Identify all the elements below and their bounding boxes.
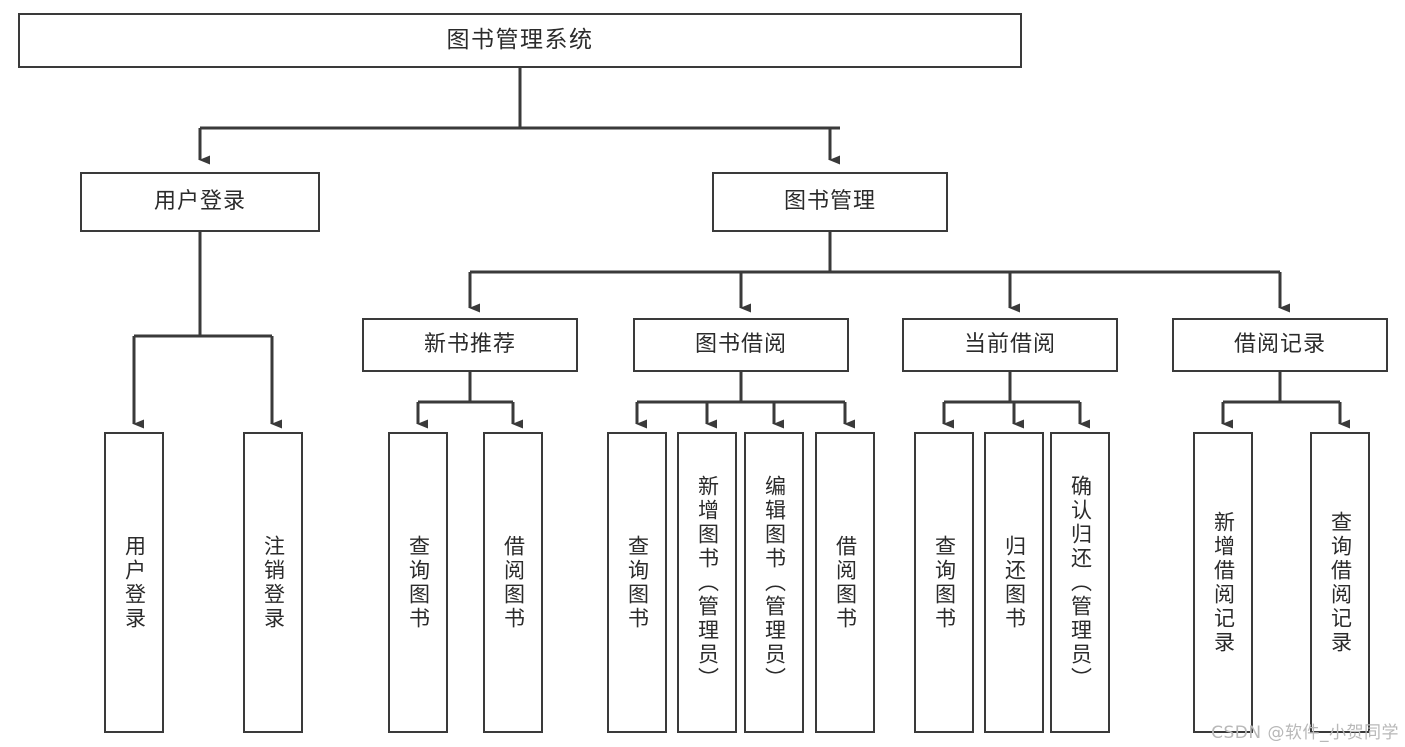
node-leaf-borrow-book-2-label: 借阅图书 [833, 534, 858, 631]
node-current-borrow[interactable]: 当前借阅 [902, 318, 1118, 372]
node-leaf-query-book-1-label: 查询图书 [406, 534, 431, 631]
node-leaf-return-book-label: 归还图书 [1002, 534, 1027, 631]
node-leaf-borrow-book-2[interactable]: 借阅图书 [815, 432, 875, 733]
node-root-system-label: 图书管理系统 [446, 26, 594, 53]
node-new-book-rec-label: 新书推荐 [423, 332, 516, 358]
node-leaf-add-book-label: 新增图书（管理员） [695, 474, 720, 691]
node-leaf-user-login-label: 用户登录 [122, 534, 147, 631]
node-leaf-query-record[interactable]: 查询借阅记录 [1310, 432, 1370, 733]
node-leaf-add-record-label: 新增借阅记录 [1211, 510, 1236, 655]
node-leaf-edit-book[interactable]: 编辑图书（管理员） [744, 432, 804, 733]
node-leaf-query-record-label: 查询借阅记录 [1328, 510, 1353, 655]
node-leaf-logout-label: 注销登录 [261, 534, 286, 631]
node-book-borrow[interactable]: 图书借阅 [633, 318, 849, 372]
node-current-borrow-label: 当前借阅 [963, 332, 1056, 358]
node-borrow-record[interactable]: 借阅记录 [1172, 318, 1388, 372]
node-leaf-user-login[interactable]: 用户登录 [104, 432, 164, 733]
node-leaf-query-book-3[interactable]: 查询图书 [914, 432, 974, 733]
node-leaf-query-book-2-label: 查询图书 [625, 534, 650, 631]
node-book-manage[interactable]: 图书管理 [712, 172, 948, 232]
node-leaf-query-book-1[interactable]: 查询图书 [388, 432, 448, 733]
node-leaf-add-record[interactable]: 新增借阅记录 [1193, 432, 1253, 733]
node-leaf-return-book[interactable]: 归还图书 [984, 432, 1044, 733]
node-root-system[interactable]: 图书管理系统 [18, 13, 1022, 68]
node-leaf-edit-book-label: 编辑图书（管理员） [762, 474, 787, 691]
node-leaf-logout[interactable]: 注销登录 [243, 432, 303, 733]
node-user-login-label: 用户登录 [153, 189, 246, 215]
node-borrow-record-label: 借阅记录 [1233, 332, 1326, 358]
node-leaf-query-book-2[interactable]: 查询图书 [607, 432, 667, 733]
node-book-manage-label: 图书管理 [783, 189, 876, 215]
csdn-watermark: CSDN @软件_小贺同学 [1211, 723, 1399, 743]
node-leaf-borrow-book-1-label: 借阅图书 [501, 534, 526, 631]
node-book-borrow-label: 图书借阅 [694, 332, 787, 358]
node-leaf-confirm-return-label: 确认归还（管理员） [1068, 474, 1093, 691]
node-leaf-confirm-return[interactable]: 确认归还（管理员） [1050, 432, 1110, 733]
node-new-book-rec[interactable]: 新书推荐 [362, 318, 578, 372]
node-leaf-add-book[interactable]: 新增图书（管理员） [677, 432, 737, 733]
node-leaf-borrow-book-1[interactable]: 借阅图书 [483, 432, 543, 733]
node-user-login[interactable]: 用户登录 [80, 172, 320, 232]
node-leaf-query-book-3-label: 查询图书 [932, 534, 957, 631]
